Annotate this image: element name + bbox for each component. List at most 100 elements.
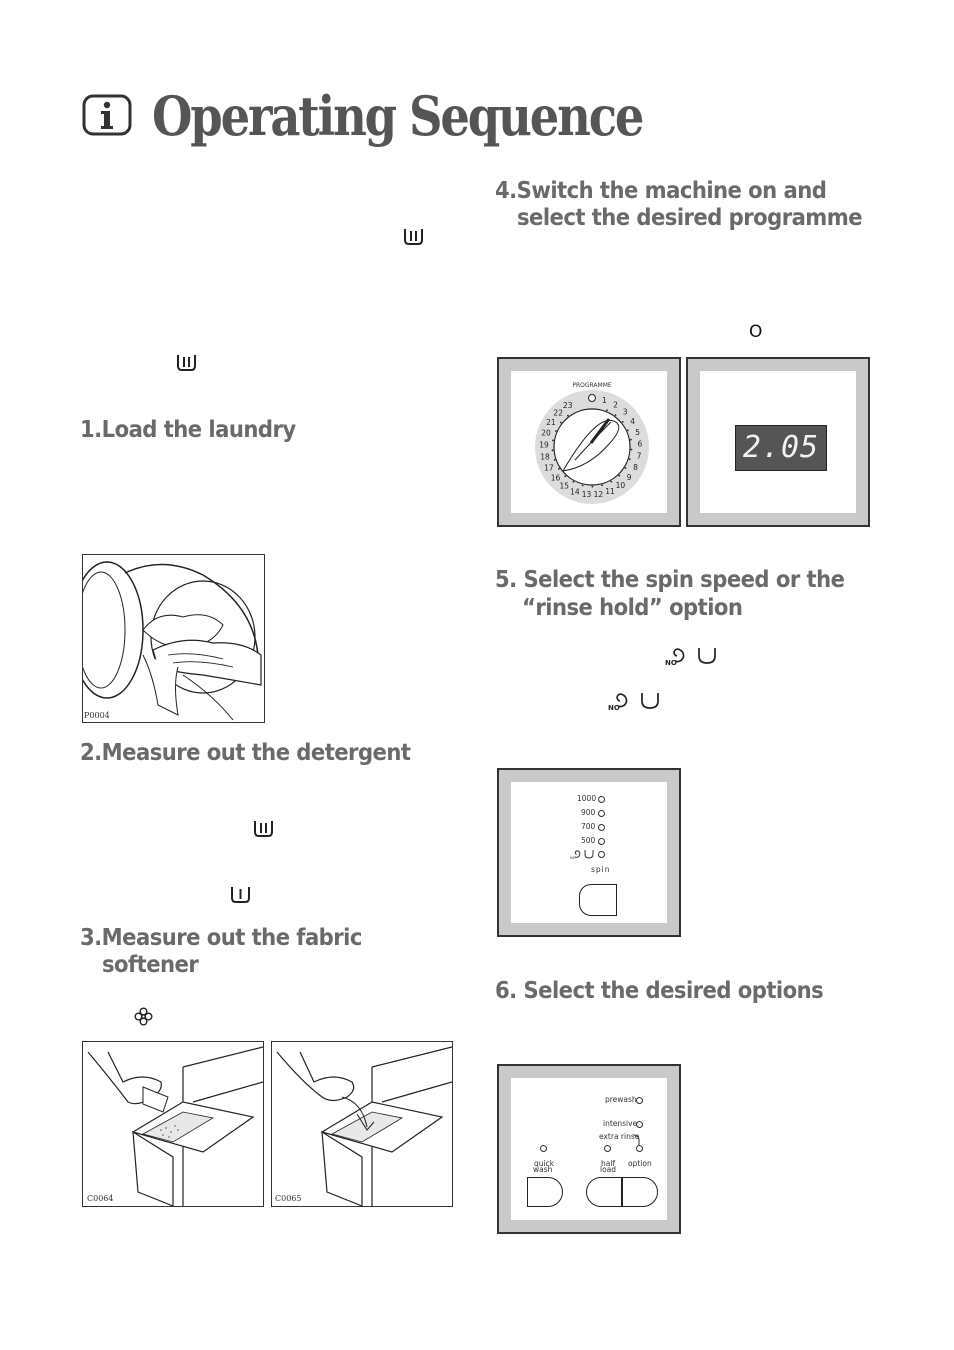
half-load-label: half	[601, 1159, 616, 1168]
quick-wash-label: quick	[534, 1159, 555, 1168]
programme-number-6: 6	[638, 440, 643, 449]
step-4-heading-line2: select the desired programme	[517, 205, 863, 231]
no-spin-rinse-hold-led	[598, 851, 605, 858]
svg-text:NO: NO	[665, 659, 677, 667]
no-spin-rinse-hold-small-icon: NO	[570, 850, 594, 860]
programme-number-7: 7	[637, 452, 642, 461]
off-position-symbol: O	[749, 322, 763, 342]
programme-tick	[551, 449, 554, 452]
programme-number-22: 22	[553, 408, 563, 417]
step-1-heading: 1.Load the laundry	[80, 417, 296, 443]
option-button[interactable]	[622, 1177, 658, 1207]
programme-tick	[606, 409, 608, 412]
image-code: C0064	[87, 1194, 114, 1203]
programme-number-10: 10	[616, 481, 626, 490]
display-value: 2.05	[742, 430, 820, 465]
step-5-heading-line2: “rinse hold” option	[522, 595, 743, 621]
spin-speed-500-label: 500	[581, 836, 596, 845]
drawer-drawing-2	[276, 1046, 452, 1206]
programme-number-5: 5	[635, 428, 640, 437]
programme-number-4: 4	[630, 417, 635, 426]
step-3-heading: 3.Measure out the fabric	[80, 925, 362, 951]
spin-speed-700-led	[598, 824, 605, 831]
digital-display: 2.05	[735, 425, 827, 471]
step-3-heading-line2: softener	[102, 952, 199, 978]
detergent-compartment-ii-icon	[404, 229, 423, 245]
page-title: Operating Sequence	[152, 84, 644, 148]
step-2-heading: 2.Measure out the detergent	[80, 740, 411, 766]
half-load-led	[604, 1145, 611, 1152]
fabric-softener-flower-icon	[134, 1007, 153, 1026]
spin-speed-1000-label: 1000	[577, 794, 597, 803]
programme-number-9: 9	[627, 473, 632, 482]
programme-number-1: 1	[602, 396, 607, 405]
programme-number-11: 11	[605, 487, 615, 496]
half-load-label-line2: load	[600, 1165, 617, 1174]
programme-number-20: 20	[541, 429, 551, 438]
programme-number-15: 15	[560, 482, 570, 491]
programme-tick	[552, 439, 554, 442]
quick-wash-led	[540, 1145, 547, 1152]
drawer-drawing-1	[87, 1046, 263, 1206]
detergent-compartment-ii-icon	[177, 355, 196, 371]
programme-tick	[630, 448, 633, 451]
info-icon	[82, 94, 132, 136]
programme-tick	[564, 475, 567, 478]
programme-tick	[630, 438, 632, 441]
load-laundry-illustration: P0004	[82, 554, 265, 723]
step-5-heading: 5. Select the spin speed or the	[495, 567, 845, 593]
programme-tick	[572, 481, 575, 483]
no-spin-rinse-hold-icon: NO	[608, 693, 659, 712]
intensive-led	[636, 1121, 643, 1128]
extra-rinse-led	[636, 1145, 643, 1152]
programme-tick	[554, 430, 557, 432]
option-label: option	[628, 1159, 652, 1168]
laundry-drawing	[83, 561, 262, 721]
svg-text:NO: NO	[570, 856, 576, 860]
image-code: P0004	[84, 711, 110, 720]
programme-number-8: 8	[633, 463, 638, 472]
step-4-heading: 4.Switch the machine on and	[495, 178, 827, 204]
options-panel: prewash intensive extra rinse quick wash…	[497, 1064, 681, 1234]
programme-number-14: 14	[570, 487, 580, 496]
quick-wash-button[interactable]	[527, 1177, 563, 1207]
extra-rinse-label: extra rinse	[599, 1132, 640, 1141]
svg-text:NO: NO	[608, 704, 620, 712]
programme-number-13: 13	[582, 490, 592, 499]
intensive-label: intensive	[603, 1119, 638, 1128]
detergent-compartment-ii-icon	[254, 821, 273, 837]
spin-button[interactable]	[579, 884, 617, 916]
programme-tick	[558, 467, 560, 470]
programme-tick	[601, 484, 603, 487]
programme-tick	[621, 421, 624, 423]
programme-number-17: 17	[544, 464, 554, 473]
programme-tick	[614, 414, 617, 416]
drawer-illustration-2: C0065	[271, 1041, 453, 1207]
programme-number-2: 2	[613, 401, 618, 410]
drawer-illustration-1: C0064	[82, 1041, 264, 1207]
spin-speed-500-led	[598, 838, 605, 845]
programme-number-12: 12	[594, 490, 604, 499]
programme-number-16: 16	[551, 474, 561, 483]
no-spin-rinse-hold-icon: NO	[665, 648, 716, 667]
spin-speed-700-label: 700	[581, 822, 596, 831]
image-code: C0065	[275, 1194, 302, 1203]
half-load-button[interactable]	[586, 1177, 622, 1207]
programme-number-21: 21	[546, 418, 556, 427]
programme-tick	[567, 414, 569, 417]
programme-tick	[610, 480, 613, 483]
spin-button-label: spin	[591, 865, 611, 874]
display-panel: 2.05	[686, 357, 870, 527]
spin-speed-900-label: 900	[581, 808, 596, 817]
programme-tick	[627, 429, 629, 432]
spin-speed-1000-led	[598, 796, 605, 803]
option-bracket	[633, 1134, 640, 1145]
step-6-heading: 6. Select the desired options	[495, 978, 824, 1004]
programme-tick	[618, 474, 621, 477]
spin-speed-900-led	[598, 810, 605, 817]
programme-tick	[591, 485, 594, 488]
programme-number-23: 23	[563, 401, 573, 410]
programme-label: PROGRAMME	[572, 382, 612, 389]
